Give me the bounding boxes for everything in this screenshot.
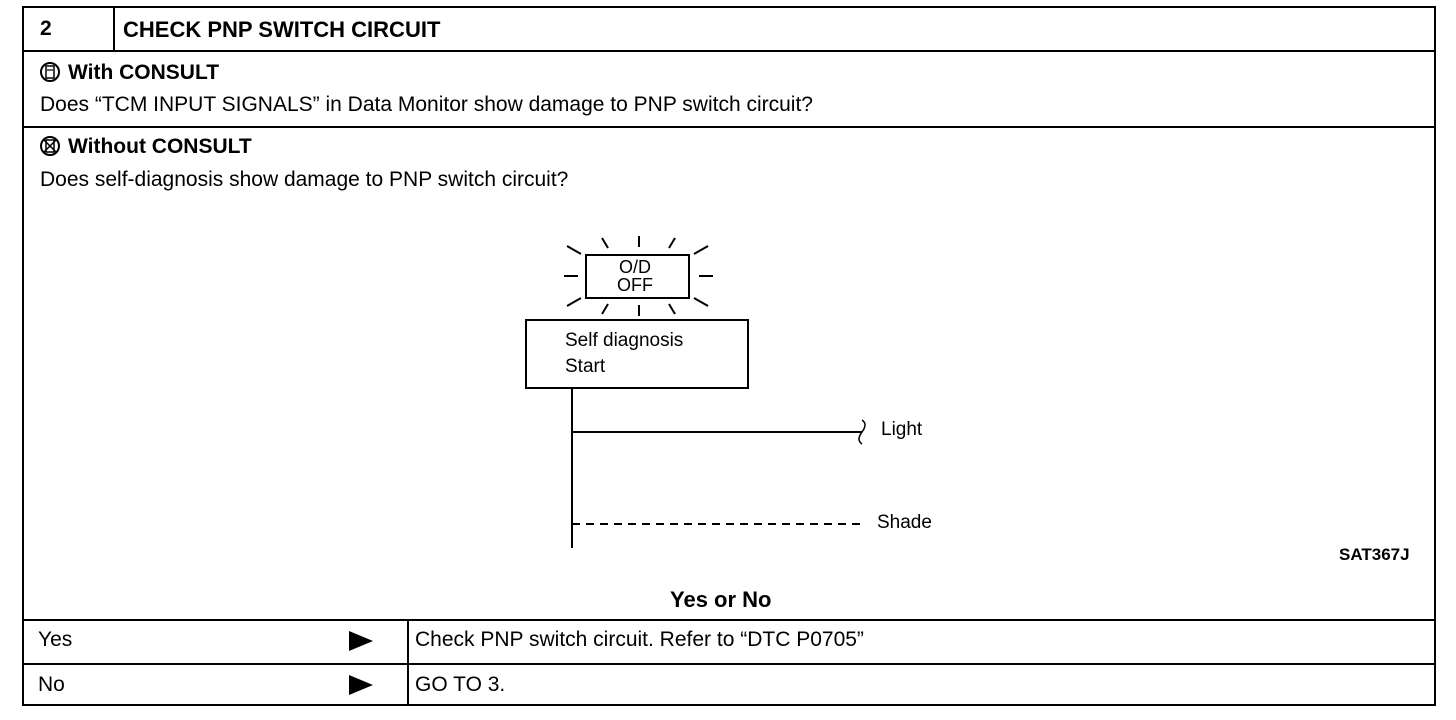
answers-divider — [407, 619, 409, 706]
light-label: Light — [881, 419, 923, 440]
lamp-label-od: O/D — [619, 257, 652, 277]
answer-yes-label: Yes — [38, 628, 73, 651]
self-diagnosis-diagram — [525, 236, 866, 548]
light-break-icon — [858, 419, 866, 445]
with-consult-question: Does “TCM INPUT SIGNALS” in Data Monitor… — [40, 93, 813, 116]
without-consult-heading: Without CONSULT — [68, 135, 252, 158]
diagnostic-procedure-table: 2 CHECK PNP SWITCH CIRCUIT With CONSULT … — [22, 6, 1436, 706]
no-consult-tool-icon — [40, 136, 60, 156]
with-consult-section: With CONSULT — [40, 61, 219, 85]
od-off-lamp — [585, 254, 690, 299]
answers-middle-rule — [24, 663, 1434, 665]
lamp-rays-icon — [564, 236, 713, 316]
with-consult-heading: With CONSULT — [68, 61, 220, 84]
answer-no-label: No — [38, 673, 65, 696]
self-diagnosis-box — [525, 319, 749, 389]
lamp-label-off: OFF — [617, 275, 653, 295]
self-diagnosis-label: Self diagnosis — [565, 330, 684, 351]
start-label: Start — [565, 356, 606, 377]
shade-label: Shade — [877, 512, 932, 533]
arrow-right-icon — [349, 675, 373, 695]
answer-no-action: GO TO 3. — [415, 673, 506, 696]
figure-code: SAT367J — [1339, 545, 1410, 564]
answers-top-rule — [24, 619, 1434, 621]
consult-tool-icon — [40, 62, 60, 82]
with-consult-bottom-rule — [24, 126, 1434, 128]
arrow-right-icon — [349, 631, 373, 651]
without-consult-question: Does self-diagnosis show damage to PNP s… — [40, 168, 569, 191]
header-divider — [113, 8, 115, 50]
without-consult-section: Without CONSULT — [40, 135, 252, 159]
header-bottom-rule — [24, 50, 1434, 52]
answer-yes-action: Check PNP switch circuit. Refer to “DTC … — [415, 628, 864, 651]
step-number: 2 — [40, 17, 52, 40]
step-title: CHECK PNP SWITCH CIRCUIT — [123, 17, 441, 42]
yes-or-no-prompt: Yes or No — [670, 587, 772, 612]
